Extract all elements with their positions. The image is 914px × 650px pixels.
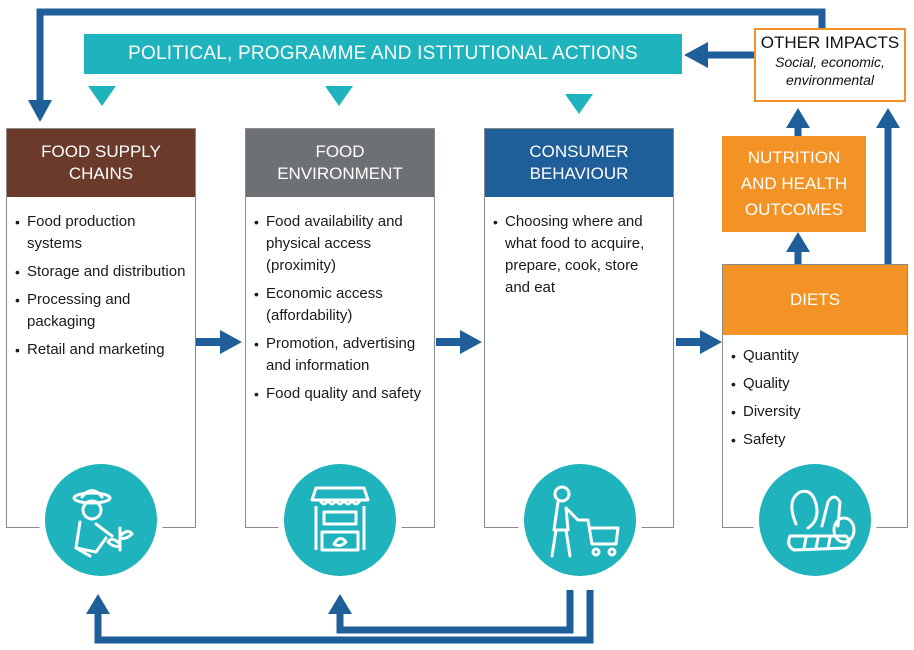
shopper-cart-icon — [518, 458, 642, 582]
diets-to-other-head — [876, 108, 900, 128]
list-item: Economic access (affordability) — [254, 283, 426, 327]
other-to-banner-arrowhead — [684, 42, 708, 68]
header-line: CHAINS — [68, 164, 134, 183]
nutrition-line: AND HEALTH — [740, 174, 848, 193]
feedback-arrow-top — [36, 8, 826, 104]
feedback-arrowhead-bottom-inner — [328, 594, 352, 614]
consumer-behaviour-list: Choosing where and what food to acquire,… — [485, 211, 673, 305]
other-impacts-line2: environmental — [786, 72, 874, 88]
food-supply-chains-header: FOOD SUPPLY CHAINS — [7, 129, 195, 197]
header-line: BEHAVIOUR — [529, 164, 629, 183]
market-stall-icon — [278, 458, 402, 582]
food-environment-header: FOOD ENVIRONMENT — [246, 129, 434, 197]
policy-actions-banner: POLITICAL, PROGRAMME AND ISTITUTIONAL AC… — [84, 34, 682, 74]
flow-arrow-1-head — [220, 330, 242, 354]
header-line: FOOD — [315, 142, 365, 161]
policy-actions-label: POLITICAL, PROGRAMME AND ISTITUTIONAL AC… — [128, 43, 638, 64]
list-item: Storage and distribution — [15, 261, 187, 283]
other-impacts-title: OTHER IMPACTS — [760, 33, 900, 52]
feedback-arrowhead-bottom-outer — [86, 594, 110, 614]
list-item: Safety — [731, 429, 801, 451]
list-item: Retail and marketing — [15, 339, 187, 361]
diets-list: Quantity Quality Diversity Safety — [723, 345, 809, 457]
food-environment-list: Food availability and physical access (p… — [246, 211, 434, 411]
nutrition-line: NUTRITION — [747, 148, 841, 167]
food-supply-chains-list: Food production systems Storage and dist… — [7, 211, 195, 367]
header-line: DIETS — [789, 290, 841, 309]
diets-to-nutrition-head — [786, 232, 810, 252]
flow-arrow-3-head — [700, 330, 722, 354]
list-item: Food availability and physical access (p… — [254, 211, 426, 277]
banner-triangle-1 — [88, 86, 116, 106]
feedback-arrow-bottom-inner — [336, 590, 574, 634]
header-line: ENVIRONMENT — [277, 164, 403, 183]
banner-triangle-3 — [565, 94, 593, 114]
header-line: FOOD SUPPLY — [41, 142, 161, 161]
feedback-arrow-bottom-outer — [94, 590, 594, 644]
diets-header: DIETS — [723, 265, 907, 335]
nutrition-health-outcomes-box: NUTRITION AND HEALTH OUTCOMES — [722, 136, 866, 232]
list-item: Processing and packaging — [15, 289, 187, 333]
list-item: Diversity — [731, 401, 801, 423]
list-item: Promotion, advertising and information — [254, 333, 426, 377]
food-environment-box: FOOD ENVIRONMENT Food availability and p… — [245, 128, 435, 528]
consumer-behaviour-header: CONSUMER BEHAVIOUR — [485, 129, 673, 197]
farmer-icon — [39, 458, 163, 582]
list-item: Quality — [731, 373, 801, 395]
nutrition-line: OUTCOMES — [744, 200, 844, 219]
flow-arrow-2-head — [460, 330, 482, 354]
header-line: CONSUMER — [529, 142, 629, 161]
other-impacts-line1: Social, economic, — [775, 54, 885, 70]
banner-triangle-2 — [325, 86, 353, 106]
feedback-arrowhead-top — [28, 100, 52, 122]
diets-box: DIETS Quantity Quality Diversity Safety — [722, 264, 908, 528]
list-item: Quantity — [731, 345, 801, 367]
nutrition-to-other-head — [786, 108, 810, 128]
list-item: Food quality and safety — [254, 383, 426, 405]
vegetables-icon — [753, 458, 877, 582]
other-impacts-box: OTHER IMPACTS Social, economic, environm… — [754, 28, 906, 102]
list-item: Choosing where and what food to acquire,… — [493, 211, 665, 299]
list-item: Food production systems — [15, 211, 187, 255]
